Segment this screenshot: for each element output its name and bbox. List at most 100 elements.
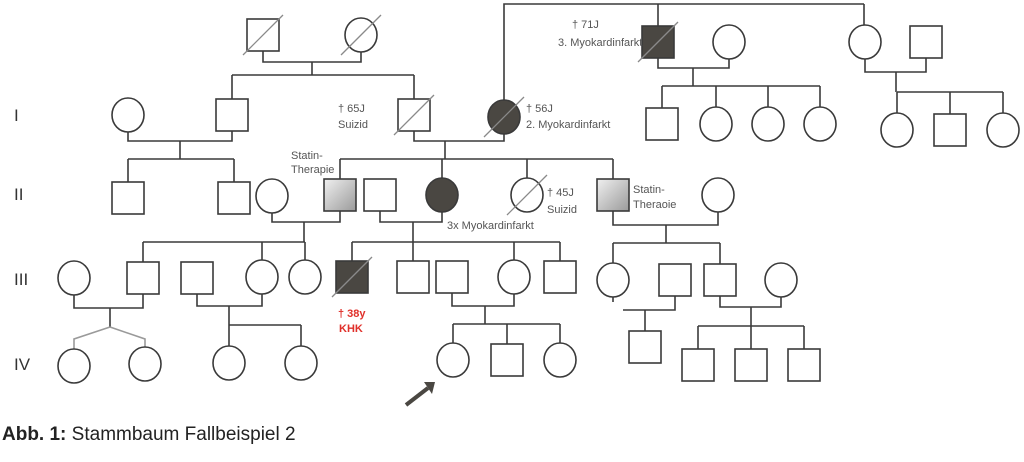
female-symbol: [596, 262, 630, 298]
male-symbol: [111, 181, 145, 215]
individual-III-5: [288, 259, 322, 295]
individual-IV-5: [436, 342, 470, 378]
deceased-slash-icon: [393, 94, 435, 136]
individual-I-m: [215, 98, 249, 132]
figure-caption: Abb. 1: Stammbaum Fallbeispiel 2: [2, 424, 296, 446]
male-symbol: [396, 260, 430, 294]
female-symbol: [436, 342, 470, 378]
female-symbol: [764, 262, 798, 298]
individual-III-6: [331, 256, 373, 298]
male-symbol: [933, 113, 967, 147]
male-symbol: [909, 25, 943, 59]
individual-symbols: [57, 14, 1020, 384]
individual-III-8: [435, 260, 469, 294]
individual-I-w: [111, 97, 145, 133]
individual-II-2: [217, 181, 251, 215]
individual-I-f: [393, 94, 435, 136]
individual-I-c3: [751, 106, 785, 142]
deceased-slash-icon: [483, 96, 525, 138]
couple-line: [451, 293, 515, 307]
female-symbol: [111, 97, 145, 133]
couple-line-I-main: [413, 131, 505, 142]
individual-II-4: [323, 178, 357, 212]
couple-line: [612, 211, 719, 226]
male-symbol: [787, 348, 821, 382]
female-symbol: [212, 345, 246, 381]
individual-IV-2: [128, 346, 162, 382]
female-symbol: [288, 259, 322, 295]
svg-text:Therapie: Therapie: [291, 164, 334, 176]
individual-III-9: [497, 259, 531, 295]
female-symbol: [986, 112, 1020, 148]
male-symbol: [180, 261, 214, 295]
generation-label-IV: IV: [14, 355, 31, 374]
individual-IV-11: [787, 348, 821, 382]
individual-mgm: [712, 24, 746, 60]
individual-mgf: [637, 21, 679, 63]
note-grandmother-affected: † 56J 2. Myokardinfarkt: [526, 103, 610, 131]
individual-III-14: [764, 262, 798, 298]
female-symbol: [751, 106, 785, 142]
individual-IV-9: [681, 348, 715, 382]
generation-label-I: I: [14, 106, 19, 125]
individual-IV-6: [490, 343, 524, 377]
individual-III-4: [245, 259, 279, 295]
svg-text:Statin-: Statin-: [633, 184, 665, 196]
male-symbol: [490, 343, 524, 377]
male-symbol: [217, 181, 251, 215]
individual-II-1: [111, 181, 145, 215]
female-symbol: [701, 177, 735, 213]
note-statin-left: Statin- Therapie: [291, 150, 334, 176]
individual-II-6: [425, 177, 459, 213]
female-symbol: [425, 177, 459, 213]
generation-label-III: III: [14, 270, 28, 289]
individual-III-11: [596, 262, 630, 298]
individual-I-mo: [483, 96, 525, 138]
individual-IV-10: [734, 348, 768, 382]
female-symbol: [803, 106, 837, 142]
individual-III-13: [703, 263, 737, 297]
female-symbol: [880, 112, 914, 148]
female-symbol: [245, 259, 279, 295]
female-symbol: [699, 106, 733, 142]
couple-line: [271, 211, 341, 223]
individual-IV-1: [57, 348, 91, 384]
couple-line-I-left: [127, 131, 233, 142]
deceased-slash-icon: [506, 174, 548, 216]
individual-III-7: [396, 260, 430, 294]
note-aunt-suicide: † 45J Suizid: [547, 187, 577, 216]
individual-II-5: [363, 178, 397, 212]
female-symbol: [712, 24, 746, 60]
couple-line: [73, 294, 144, 309]
individual-III-10: [543, 260, 577, 294]
male-symbol: [543, 260, 577, 294]
individual-IV-8: [628, 330, 662, 364]
deceased-slash-icon: [242, 14, 284, 56]
male-symbol: [681, 348, 715, 382]
individual-II-3: [255, 178, 289, 214]
female-symbol: [284, 345, 318, 381]
couple-line: [719, 296, 782, 308]
svg-text:† 65J: † 65J: [338, 103, 365, 115]
individual-III-3: [180, 261, 214, 295]
svg-text:Suizid: Suizid: [338, 119, 368, 131]
male-symbol: [596, 178, 630, 212]
caption-label: Abb. 1:: [2, 424, 67, 445]
deceased-slash-icon: [637, 21, 679, 63]
female-symbol: [57, 260, 91, 296]
individual-guncle: [909, 25, 943, 59]
couple-line-mgf: [657, 58, 730, 69]
svg-text:Statin-: Statin-: [291, 150, 323, 162]
couple-line: [864, 58, 927, 73]
individual-III-2: [126, 261, 160, 295]
female-symbol: [497, 259, 531, 295]
svg-text:† 71J: † 71J: [572, 19, 599, 31]
svg-text:† 56J: † 56J: [526, 103, 553, 115]
female-symbol: [57, 348, 91, 384]
couple-line: [196, 293, 263, 307]
svg-text:2. Myokardinfarkt: 2. Myokardinfarkt: [526, 119, 610, 131]
individual-I-d3: [986, 112, 1020, 148]
svg-text:† 38y: † 38y: [338, 308, 366, 320]
individual-IV-7: [543, 342, 577, 378]
caption-text: Stammbaum Fallbeispiel 2: [71, 424, 296, 445]
